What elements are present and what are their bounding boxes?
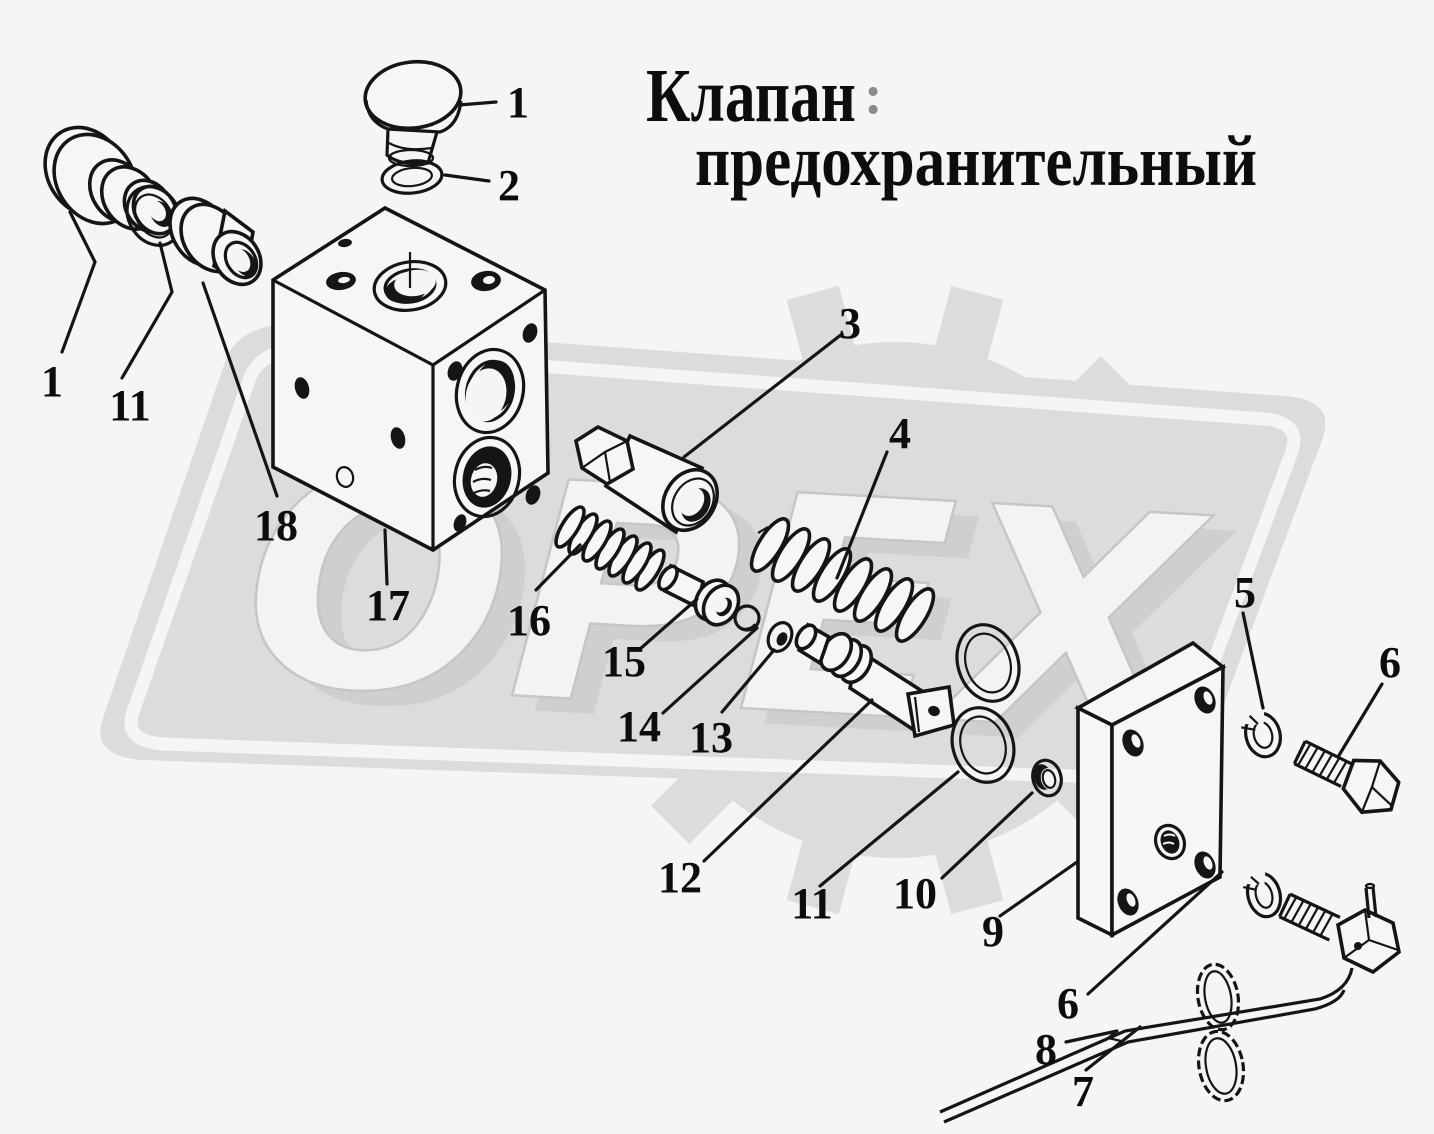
callout-oring-left: 11 (109, 381, 151, 430)
callout-spring-large: 4 (889, 409, 911, 458)
part-lock-washer-upper (1241, 707, 1282, 759)
part-ball (733, 604, 761, 632)
callout-bushing: 18 (254, 501, 298, 550)
leader-oring-top (443, 173, 491, 183)
leader-cap-plug-left (60, 210, 97, 354)
part-oring-top (380, 159, 444, 195)
callout-adjuster-screw: 15 (602, 637, 646, 686)
leader-spring-large (835, 450, 889, 580)
callout-oring-pair: 11 (791, 879, 833, 928)
leader-bushing (201, 281, 279, 498)
leader-oring-pair (818, 770, 960, 888)
leader-seal-loops (1084, 1025, 1142, 1072)
callout-spring-small: 16 (507, 596, 551, 645)
callout-seat-fitting: 3 (839, 299, 861, 348)
leader-spool (702, 698, 874, 863)
page-title-artifact: : (864, 64, 883, 126)
leader-lines (60, 100, 1384, 1072)
callout-seal-wire: 8 (1035, 1025, 1057, 1074)
part-lock-washer-lower (1243, 867, 1283, 919)
callout-valve-body: 17 (366, 581, 410, 630)
callout-bolt-upper: 6 (1379, 638, 1401, 687)
part-spring-small (554, 505, 666, 592)
callout-washer-small: 13 (689, 713, 733, 762)
part-ring-small (1031, 758, 1063, 798)
part-adjuster-screw (657, 563, 741, 627)
leader-lock-washer-lower (1086, 870, 1224, 996)
leader-washer-small (720, 648, 776, 714)
leader-valve-body (383, 528, 389, 586)
callout-ring-small: 10 (893, 869, 937, 918)
part-end-plate (1074, 640, 1227, 939)
leader-cap-top (457, 100, 498, 107)
leader-ring-small (940, 791, 1034, 880)
part-bolt-upper (1292, 739, 1401, 815)
part-spring-large (749, 517, 936, 643)
callout-cap-plug-left: 1 (41, 357, 63, 406)
callout-ball: 14 (617, 702, 661, 751)
page-title-line1: Клапан (646, 54, 856, 138)
leader-oring-left (120, 241, 174, 380)
callout-spool: 12 (658, 853, 702, 902)
callout-cap-top: 1 (507, 78, 529, 127)
part-spool (794, 622, 956, 739)
leader-seat-fitting (682, 332, 844, 459)
page-title-line2: предохранительный (695, 121, 1257, 201)
callout-oring-top: 2 (498, 161, 520, 210)
part-seat-fitting (573, 424, 719, 535)
part-bolt-sealed (1278, 882, 1401, 975)
part-oring-left (125, 185, 183, 247)
part-seal-wire (939, 967, 1354, 1124)
title-block: Клапан : предохранительный (646, 54, 1257, 201)
part-cap-plug-left (43, 125, 179, 236)
leader-adjuster-screw (638, 597, 699, 651)
leader-ball (661, 626, 759, 715)
part-valve-body (271, 205, 550, 553)
leader-end-plate (998, 860, 1079, 918)
leader-spring-small (534, 543, 582, 592)
callout-lock-washer-lower: 6 (1057, 979, 1079, 1028)
leader-bolt-upper (1336, 682, 1384, 759)
callout-end-plate: 9 (982, 907, 1004, 956)
callout-lock-washer-upper: 5 (1234, 568, 1256, 617)
part-seal-loops (1195, 962, 1246, 1103)
leader-lock-washer-upper (1241, 611, 1265, 710)
part-cap-top (363, 59, 463, 168)
part-oring-pair (950, 623, 1021, 784)
part-bushing (168, 196, 263, 287)
callout-seal-loops: 7 (1072, 1067, 1094, 1116)
callout-numbers: 1 11 18 17 1 2 3 4 16 15 14 13 12 11 10 … (41, 78, 1401, 1116)
leader-seal-wire (1064, 1029, 1119, 1044)
